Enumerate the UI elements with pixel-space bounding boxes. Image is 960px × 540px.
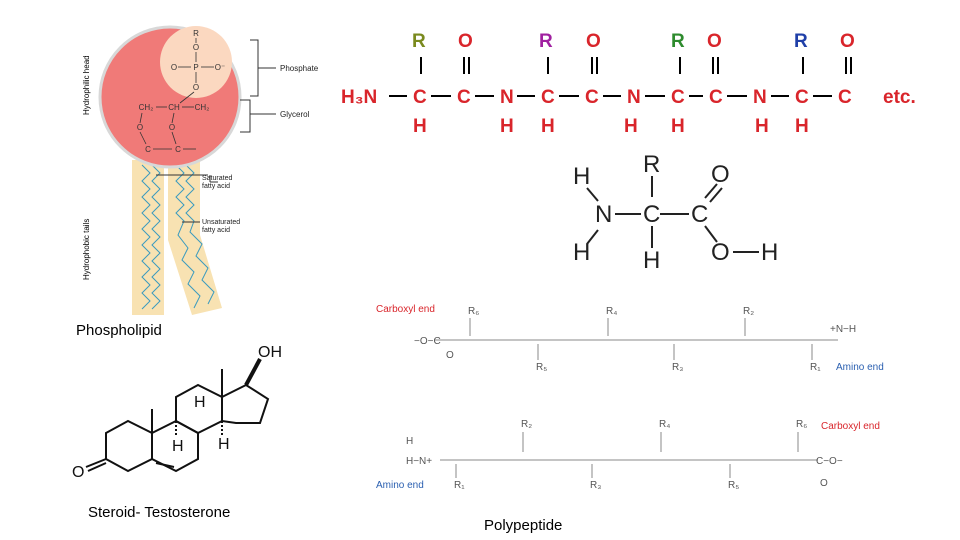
residue-r-4: R — [794, 31, 808, 52]
glycerol-label: Glycerol — [280, 110, 310, 119]
bottom-r6: R₆ — [796, 419, 807, 430]
aa-h-top: H — [573, 163, 590, 190]
steroid-h-3: H — [218, 436, 230, 453]
svg-text:O: O — [820, 478, 828, 489]
top-r2: R₂ — [743, 306, 754, 317]
head-atom-o5: O — [169, 123, 175, 132]
alpha-c-4: C — [795, 87, 809, 108]
residue-r-1: R — [412, 31, 426, 52]
aa-r: R — [643, 151, 660, 178]
hydrophilic-head-label: Hydrophilic head — [82, 55, 91, 115]
residue-r-3: R — [671, 31, 685, 52]
svg-text:O: O — [446, 350, 454, 361]
svg-text:H−N+: H−N+ — [406, 456, 432, 467]
steroid-h-2: H — [172, 438, 184, 455]
svg-text:H: H — [406, 436, 413, 447]
carbonyl-o-3: O — [707, 31, 722, 52]
testosterone-structure: OH O H H H — [72, 344, 282, 481]
bottom-r2: R₂ — [521, 419, 532, 430]
amide-n-1: N — [500, 87, 514, 108]
head-atom-c2: C — [175, 145, 181, 154]
alpha-c-3: C — [671, 87, 685, 108]
polypeptide-caption: Polypeptide — [484, 517, 563, 534]
carbonyl-c-2: C — [585, 87, 599, 108]
top-backbone — [434, 318, 838, 360]
bottom-backbone — [440, 432, 818, 478]
bottom-r1: R₁ — [454, 480, 465, 491]
svg-text:C−O−: C−O− — [816, 456, 843, 467]
phospholipid-diagram: Hydrophilic head Hydrophobic tails R O O… — [82, 25, 319, 315]
alpha-c-1: C — [413, 87, 427, 108]
steroid-h-1: H — [194, 394, 206, 411]
steroid-ketone-o: O — [72, 464, 84, 481]
carbonyl-c-3: C — [709, 87, 723, 108]
head-atom-r: R — [193, 29, 199, 38]
top-r4: R₄ — [606, 306, 617, 317]
aa-hydroxyl-o: O — [711, 239, 730, 266]
top-amino-end-label: Amino end — [836, 362, 884, 373]
amide-n-2: N — [627, 87, 641, 108]
peptide-chain-diagram: R R R R O O O O H₃N C C N C C N C C N C … — [341, 31, 916, 137]
amide-h-1: H — [500, 116, 514, 137]
head-atom-ch2-left: CH₂ — [139, 103, 154, 112]
alpha-c-2: C — [541, 87, 555, 108]
alpha-h-3: H — [671, 116, 685, 137]
steroid-hydroxyl: OH — [258, 344, 282, 361]
svg-text:+N−H: +N−H — [830, 324, 856, 335]
aa-carboxyl-c: C — [691, 201, 708, 228]
head-atom-p: P — [193, 63, 198, 72]
svg-text:−O−C: −O−C — [414, 336, 441, 347]
alpha-h-2: H — [541, 116, 555, 137]
head-atom-ch2-right: CH₂ — [195, 103, 210, 112]
aa-carbonyl-o: O — [711, 161, 730, 188]
bottom-r5: R₅ — [728, 480, 739, 491]
head-atom-o4: O — [137, 123, 143, 132]
carbonyl-c-1: C — [457, 87, 471, 108]
aa-h-bottom: H — [573, 239, 590, 266]
residue-r-2: R — [539, 31, 553, 52]
carbonyl-o-4: O — [840, 31, 855, 52]
head-atom-c1: C — [145, 145, 151, 154]
bottom-r4: R₄ — [659, 419, 670, 430]
polypeptide-diagram: Carboxyl end Amino end R₆ R₄ R₂ R₅ R₃ R₁… — [376, 304, 884, 491]
saturated-tail — [132, 160, 164, 315]
bottom-amino-end-label: Amino end — [376, 480, 424, 491]
aa-alpha-c: C — [643, 201, 660, 228]
chain-etc: etc. — [883, 87, 916, 108]
head-atom-o3: O — [193, 83, 199, 92]
phosphate-label: Phosphate — [280, 64, 319, 73]
amide-h-3: H — [755, 116, 769, 137]
top-r3: R₃ — [672, 362, 683, 373]
top-carboxyl-end-label: Carboxyl end — [376, 304, 435, 315]
amide-h-2: H — [624, 116, 638, 137]
carbonyl-o-1: O — [458, 31, 473, 52]
bottom-carboxyl-end-label: Carboxyl end — [821, 421, 880, 432]
aa-n: N — [595, 201, 612, 228]
head-atom-o2: O — [171, 63, 177, 72]
carbonyl-o-2: O — [586, 31, 601, 52]
aa-hydroxyl-h: H — [761, 239, 778, 266]
top-r1: R₁ — [810, 362, 821, 373]
amino-acid-diagram: H N H C R H C O O H — [573, 151, 778, 273]
aa-h-alpha: H — [643, 247, 660, 273]
phospholipid-caption: Phospholipid — [76, 322, 162, 339]
head-atom-o1: O — [193, 43, 199, 52]
alpha-h-1: H — [413, 116, 427, 137]
amino-terminus: H₃N — [341, 87, 377, 108]
steroid-caption: Steroid- Testosterone — [88, 504, 231, 521]
amide-n-3: N — [753, 87, 767, 108]
head-atom-o-minus: O⁻ — [215, 63, 225, 72]
carbonyl-c-4: C — [838, 87, 852, 108]
hydrophobic-tails-label: Hydrophobic tails — [82, 219, 91, 280]
head-atom-ch: CH — [168, 103, 180, 112]
top-r5: R₅ — [536, 362, 547, 373]
alpha-h-4: H — [795, 116, 809, 137]
bottom-r3: R₃ — [590, 480, 601, 491]
top-r6: R₆ — [468, 306, 479, 317]
